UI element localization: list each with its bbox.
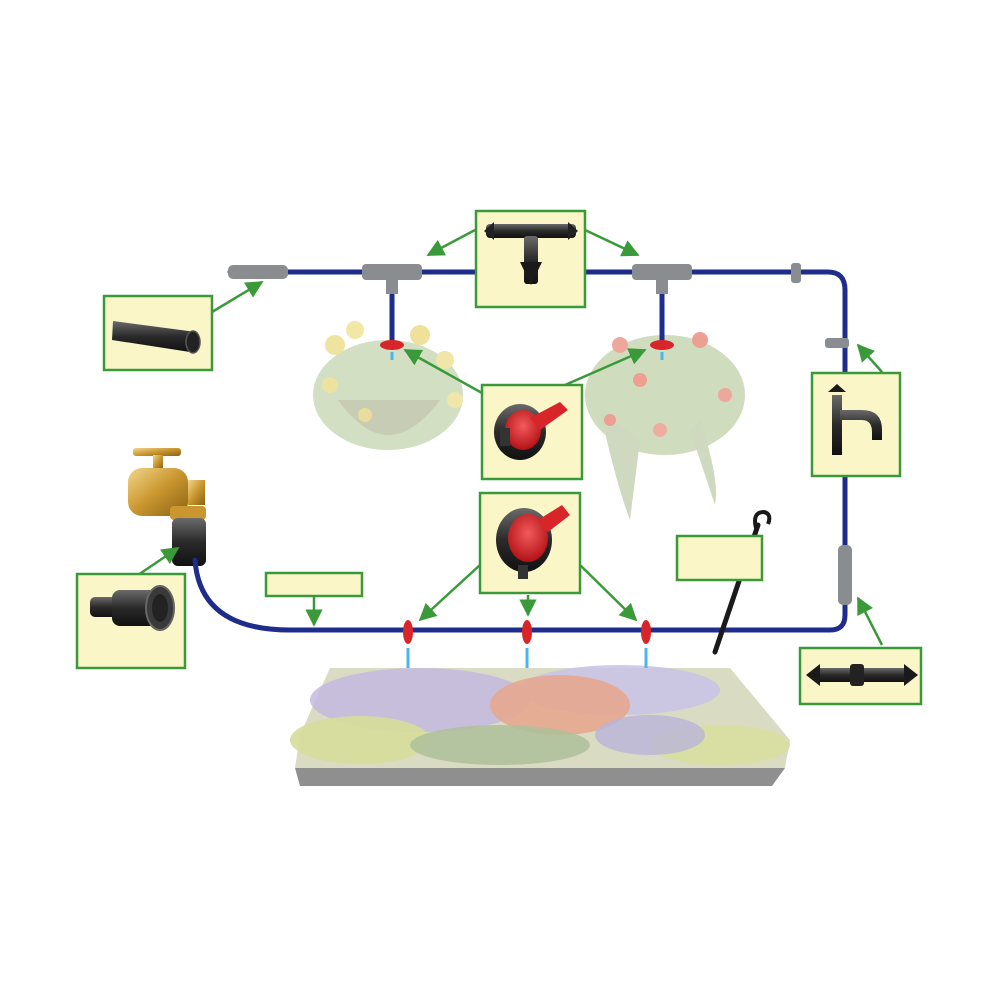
hanging-basket-left	[313, 321, 463, 450]
dripper-bed-2	[522, 620, 532, 644]
callout-dripper-bed	[478, 491, 582, 595]
drippers	[380, 340, 674, 668]
flower-bed	[290, 665, 790, 786]
blank-label-stake	[675, 534, 764, 582]
dripper-emitter-icon	[496, 505, 570, 579]
tee-fitting-left	[362, 264, 422, 280]
faucet-adapter-icon	[90, 585, 175, 631]
dripper-bed-3	[641, 620, 651, 644]
hanging-basket-right	[585, 332, 745, 520]
tee-connector-icon	[484, 222, 578, 285]
faucet-icon	[128, 448, 206, 566]
dripper-hanging-right	[650, 340, 674, 350]
end-plug	[228, 265, 288, 279]
dripper-bed-1	[403, 620, 413, 644]
hold-down-clip-icon	[828, 384, 882, 455]
callout-dripper-hanging	[480, 383, 584, 481]
hold-down-clip-side	[825, 338, 849, 348]
callout-tee	[474, 209, 587, 309]
callout-hold-down-clip	[810, 371, 902, 478]
dripper-hanging-left	[380, 340, 404, 350]
coupler-inline	[838, 545, 852, 605]
callout-faucet-adapter	[75, 572, 187, 670]
dripper-emitter-icon	[494, 402, 568, 460]
straight-coupler-icon	[806, 664, 918, 686]
inline-fittings	[228, 263, 852, 605]
callout-arrows	[137, 228, 884, 646]
blank-label-tubing	[264, 571, 364, 598]
tee-fitting-right	[632, 264, 692, 280]
hold-down-clip-top	[791, 263, 801, 283]
tubing-piece-icon	[112, 321, 201, 354]
callout-tubing	[102, 294, 214, 372]
callout-coupler	[798, 646, 923, 706]
